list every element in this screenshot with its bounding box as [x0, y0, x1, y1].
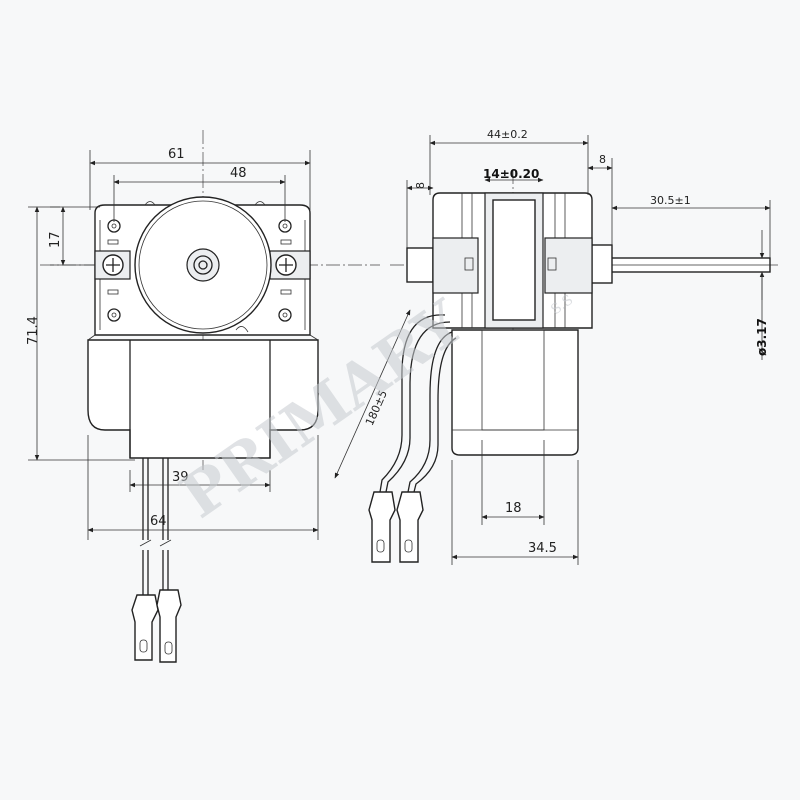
side-terminal-right	[396, 491, 424, 563]
mounting-hole-bottom-right	[278, 308, 292, 322]
rotor-hub	[186, 248, 220, 282]
front-terminal-left	[131, 594, 159, 661]
dim-base-width: 64	[150, 514, 167, 529]
side-view: 44±0.2 8 8 14±0.20 30.5±1 ø3.17 180±5 18…	[334, 128, 780, 565]
dim-left-offset: 8	[414, 182, 427, 189]
front-terminal-right	[156, 589, 182, 663]
rear-bearing	[406, 247, 434, 283]
dim-coil-length: 34.5	[528, 541, 557, 556]
front-view: 61 48 17 71.4 39 64	[26, 130, 380, 663]
dim-shaft-length: 30.5±1	[650, 194, 691, 207]
side-terminal-left	[368, 491, 396, 563]
dim-height-total: 71.4	[26, 316, 41, 345]
dim-height-top: 17	[48, 231, 63, 248]
dim-coil-width: 18	[505, 501, 522, 516]
mounting-hole-bottom-left	[107, 308, 121, 322]
dim-total-length: 44±0.2	[487, 128, 528, 141]
front-lead-wires	[142, 458, 169, 540]
dim-width-outer: 61	[168, 147, 185, 162]
shaft-bearing	[589, 244, 613, 284]
dim-bracket-width: 14±0.20	[483, 167, 539, 181]
right-clamp-plate	[544, 237, 593, 294]
dim-shaft-diameter: ø3.17	[755, 318, 769, 356]
dim-right-offset: 8	[599, 153, 606, 166]
side-coil-block	[451, 329, 579, 456]
left-clamp-plate	[432, 237, 479, 294]
dim-core-width: 39	[172, 470, 189, 485]
dim-width-holes: 48	[230, 166, 247, 181]
side-lead-wire-2	[407, 331, 453, 493]
